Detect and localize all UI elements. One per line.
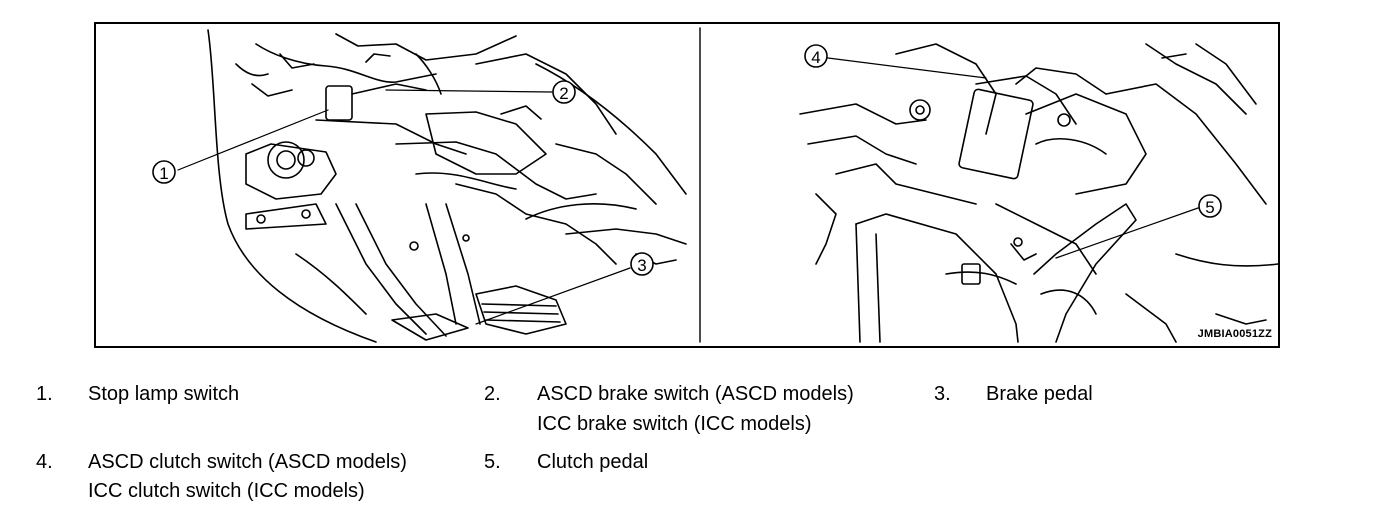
legend-4-number: 4. [36,451,53,473]
pedal-assembly-illustration: 1 2 3 4 5 [152,27,1278,343]
legend-2-text-line-2: ICC brake switch (ICC models) [537,413,812,435]
legend-4-text-line-2: ICC clutch switch (ICC models) [88,480,365,502]
callout-2: 2 [552,80,576,104]
callout-4: 4 [804,44,828,68]
callout-2-label: 2 [559,84,568,103]
figure-code: JMBIA0051ZZ [1197,328,1272,340]
callout-5-label: 5 [1205,198,1214,217]
legend-3-number: 3. [934,383,951,405]
callout-4-label: 4 [811,48,820,67]
brake-pedal-view [207,29,687,343]
legend-2-number: 2. [484,383,501,405]
callout-3-label: 3 [637,256,646,275]
callout-1: 1 [152,160,176,184]
legend-4-text-line-1: ASCD clutch switch (ASCD models) [88,451,407,473]
callout-leaders [177,57,1199,325]
callout-3: 3 [630,252,654,276]
legend-3-text: Brake pedal [986,383,1093,405]
legend-5-text: Clutch pedal [537,451,649,473]
callout-1-label: 1 [159,164,168,183]
component-location-figure: 1 2 3 4 5 JMBIA0051ZZ [94,22,1280,348]
legend-2-text-line-1: ASCD brake switch (ASCD models) [537,383,854,405]
legend-1-text: Stop lamp switch [88,383,240,405]
clutch-pedal-view [799,43,1278,343]
callout-5: 5 [1198,194,1222,218]
legend-5-number: 5. [484,451,501,473]
legend-1-number: 1. [36,383,53,405]
